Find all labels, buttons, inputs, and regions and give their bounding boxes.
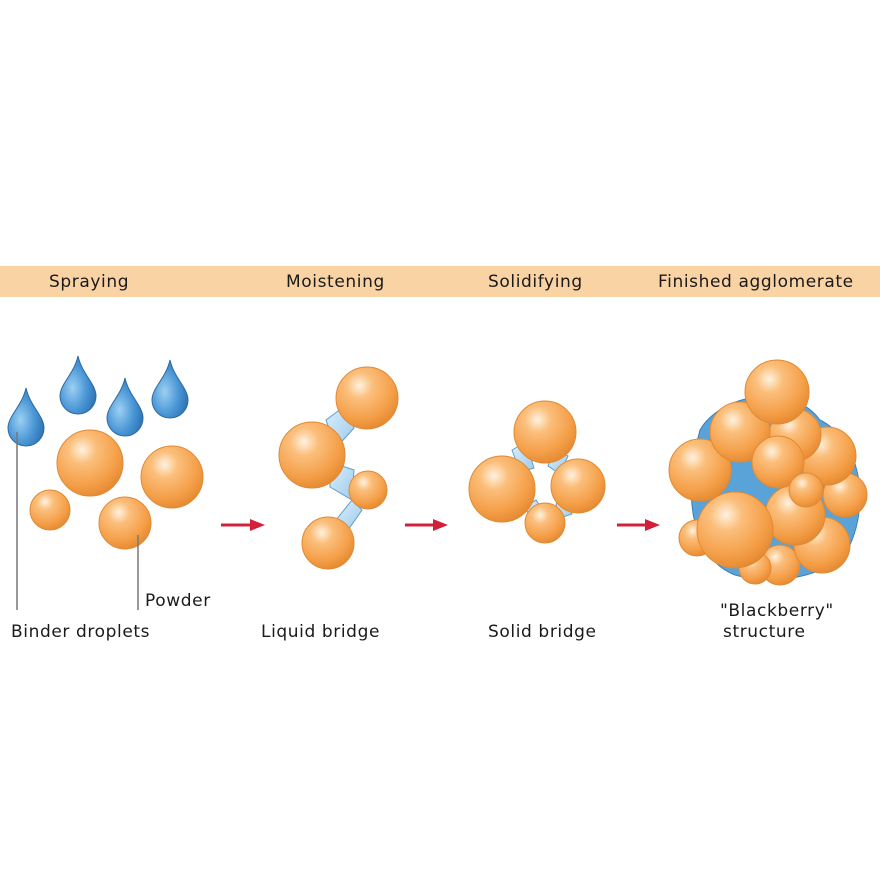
binder-droplet [106, 377, 144, 437]
powder-particle [550, 458, 606, 514]
powder-particle [668, 438, 732, 502]
powder-particle [513, 400, 577, 464]
powder-particle [468, 455, 536, 523]
spraying-powder-particles [29, 429, 204, 550]
stage-title-spraying: Spraying [49, 272, 130, 292]
powder-particle [278, 421, 346, 489]
powder-particle [335, 366, 399, 430]
label-liquid-bridge: Liquid bridge [261, 622, 381, 642]
binder-droplet [59, 355, 97, 415]
label-solid-bridge: Solid bridge [488, 622, 597, 642]
powder-particle [744, 359, 810, 425]
powder-particle [56, 429, 124, 497]
stage-title-finished-agglomerate: Finished agglomerate [658, 272, 854, 292]
powder-particle [751, 435, 805, 489]
stage-title-moistening: Moistening [286, 272, 385, 292]
powder-particle [524, 502, 566, 544]
powder-particle [98, 496, 152, 550]
spraying-droplets [7, 355, 189, 447]
label-structure: structure [723, 622, 806, 642]
process-arrow [617, 519, 660, 531]
powder-particle [696, 491, 774, 569]
solidifying-particles [468, 400, 606, 544]
powder-particle [709, 401, 771, 463]
stage-title-solidifying: Solidifying [488, 272, 583, 292]
stage-header-band [0, 266, 880, 297]
powder-particle [348, 470, 388, 510]
binder-droplet [151, 359, 189, 419]
process-arrow [405, 519, 448, 531]
powder-particle [788, 472, 824, 508]
binder-droplet [7, 387, 45, 447]
powder-particle [301, 516, 355, 570]
powder-particle [29, 489, 71, 531]
label-binder-droplets: Binder droplets [11, 622, 151, 642]
process-arrow [221, 519, 265, 531]
label-powder: Powder [145, 591, 211, 611]
powder-particle [140, 445, 204, 509]
moistening-particles [278, 366, 399, 570]
label-blackberry: "Blackberry" [720, 601, 834, 621]
blackberry-agglomerate [668, 359, 868, 586]
